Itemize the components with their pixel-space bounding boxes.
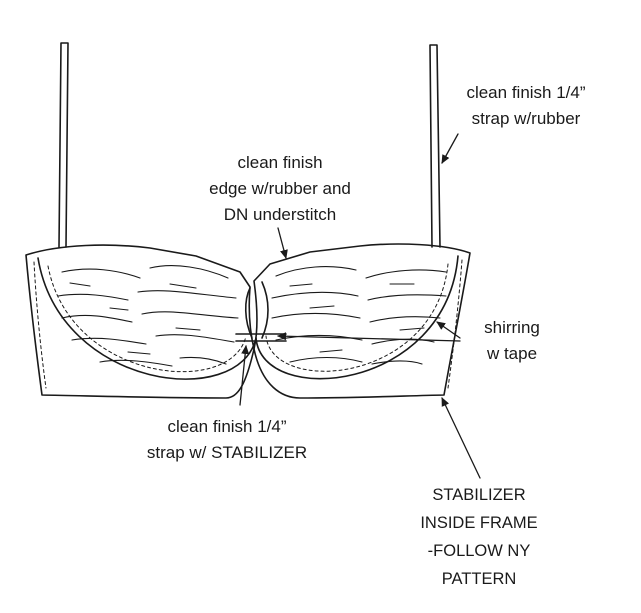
callout-strap-rubber-line-2: strap w/rubber: [471, 109, 581, 128]
callout-stabilizer-line-4: PATTERN: [441, 570, 517, 588]
leader-lines: [239, 133, 481, 479]
left-side-frame: [25, 244, 255, 399]
callout-stabilizer-line-1: STABILIZER: [432, 486, 526, 504]
right-cup: [255, 255, 459, 380]
callout-strap-stabilizer: clean finish 1/4” strap w/ STABILIZER: [122, 414, 332, 466]
callout-shirring: shirring w tape: [462, 315, 562, 367]
callout-strap-stabilizer-line-2: strap w/ STABILIZER: [146, 443, 308, 462]
callout-strap-rubber-line-1: clean finish 1/4”: [466, 83, 586, 102]
callout-edge-line-1: clean finish: [237, 153, 323, 172]
leader-strap-rubber: [441, 133, 459, 164]
callout-strap-rubber: clean finish 1/4” strap w/rubber: [436, 80, 616, 132]
callout-edge-line-3: DN understitch: [223, 205, 337, 224]
leader-strap-stabilizer: [239, 345, 250, 406]
callout-stabilizer-line-3: -FOLLOW NY: [427, 542, 531, 560]
callout-edge-finish: clean finish edge w/rubber and DN unders…: [180, 150, 380, 228]
leader-shirring-top: [436, 321, 461, 339]
leader-shirring-center: [277, 332, 461, 342]
callout-stabilizer-line-2: INSIDE FRAME: [420, 514, 538, 532]
left-shoulder-strap: [58, 42, 69, 248]
callout-stabilizer-frame: STABILIZER INSIDE FRAME -FOLLOW NY PATTE…: [394, 481, 564, 593]
callout-shirring-line-2: w tape: [486, 344, 538, 363]
left-cup: [37, 257, 257, 380]
callout-edge-line-2: edge w/rubber and: [209, 179, 351, 198]
right-shoulder-strap: [429, 44, 441, 248]
right-side-frame: [253, 243, 471, 399]
callout-shirring-line-1: shirring: [484, 318, 540, 337]
leader-stabilizer: [441, 397, 481, 479]
leader-edge: [277, 227, 288, 259]
callout-strap-stabilizer-line-1: clean finish 1/4”: [167, 417, 287, 436]
